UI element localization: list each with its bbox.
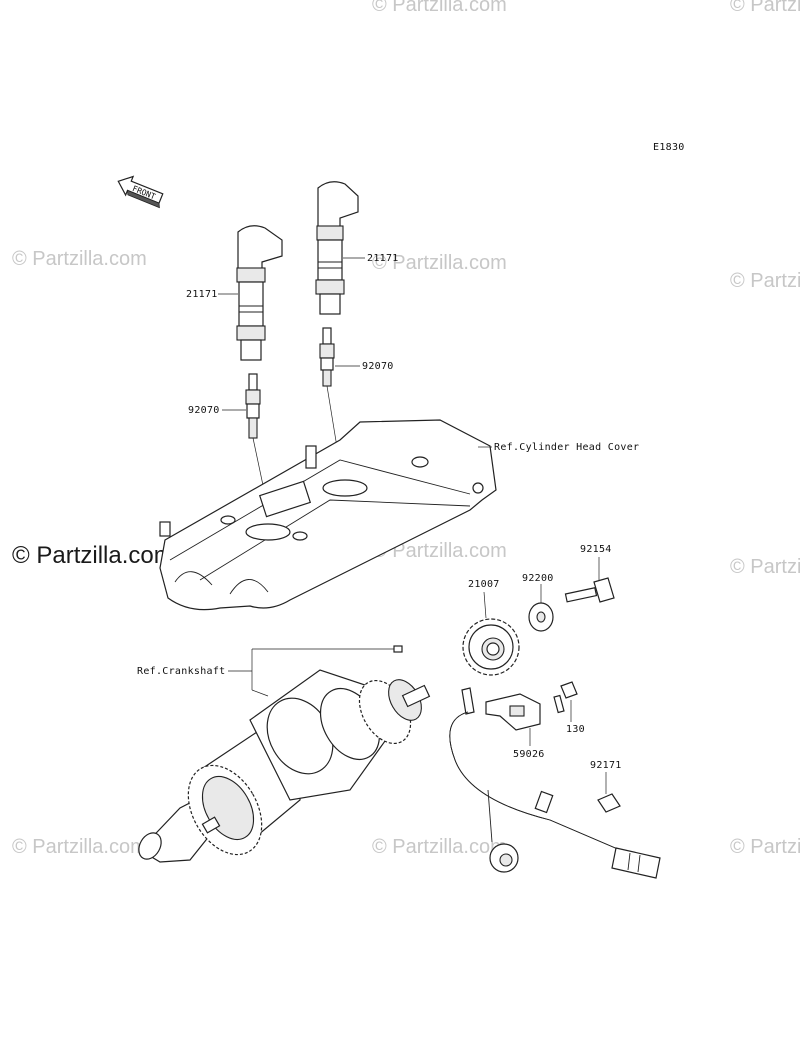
label-coil-left: 21171 xyxy=(186,289,218,300)
watermark: © Partzilla.com xyxy=(12,836,147,858)
label-plug-right: 92070 xyxy=(362,361,394,372)
label-sensor: 59026 xyxy=(513,749,545,760)
crankshaft xyxy=(138,669,431,863)
spark-plug-left xyxy=(222,373,273,529)
label-bolt: 92154 xyxy=(580,544,612,555)
watermark: © Partzilla.com xyxy=(730,836,800,858)
washer xyxy=(528,584,554,632)
label-screw: 130 xyxy=(566,724,585,735)
watermark: © Partzilla.com xyxy=(730,556,800,578)
crankshaft-sensor xyxy=(461,687,541,746)
watermark: © Partzilla.com xyxy=(372,0,507,16)
screw xyxy=(553,681,578,722)
cylinder-head-cover xyxy=(159,419,497,611)
watermark: © Partzilla.com xyxy=(730,270,800,292)
front-arrow-icon: FRONT xyxy=(117,175,164,209)
spark-plug-right xyxy=(319,327,360,485)
label-plug-left: 92070 xyxy=(188,405,220,416)
wiring-harness xyxy=(449,711,661,879)
label-clamp: 92171 xyxy=(590,760,622,771)
clamp xyxy=(597,772,621,813)
label-rotor: 21007 xyxy=(468,579,500,590)
watermark: © Partzilla.com xyxy=(372,252,507,274)
timing-rotor xyxy=(462,591,520,676)
label-coil-right: 21171 xyxy=(367,253,399,264)
label-crankshaft: Ref.Crankshaft xyxy=(137,666,226,677)
watermark: © Partzilla.com xyxy=(372,836,507,858)
watermark: © Partzilla.com xyxy=(372,540,507,562)
ignition-coil-left xyxy=(218,225,283,361)
label-head-cover: Ref.Cylinder Head Cover xyxy=(494,442,639,453)
watermark: © Partzilla.com xyxy=(12,248,147,270)
crankshaft-leader xyxy=(228,645,403,697)
watermark: © Partzilla.com xyxy=(730,0,800,16)
watermark-bold: © Partzilla.com xyxy=(12,542,174,569)
bolt xyxy=(564,557,615,603)
diagram-code: E1830 xyxy=(653,142,685,153)
label-washer: 92200 xyxy=(522,573,554,584)
ignition-coil-right xyxy=(315,181,365,315)
